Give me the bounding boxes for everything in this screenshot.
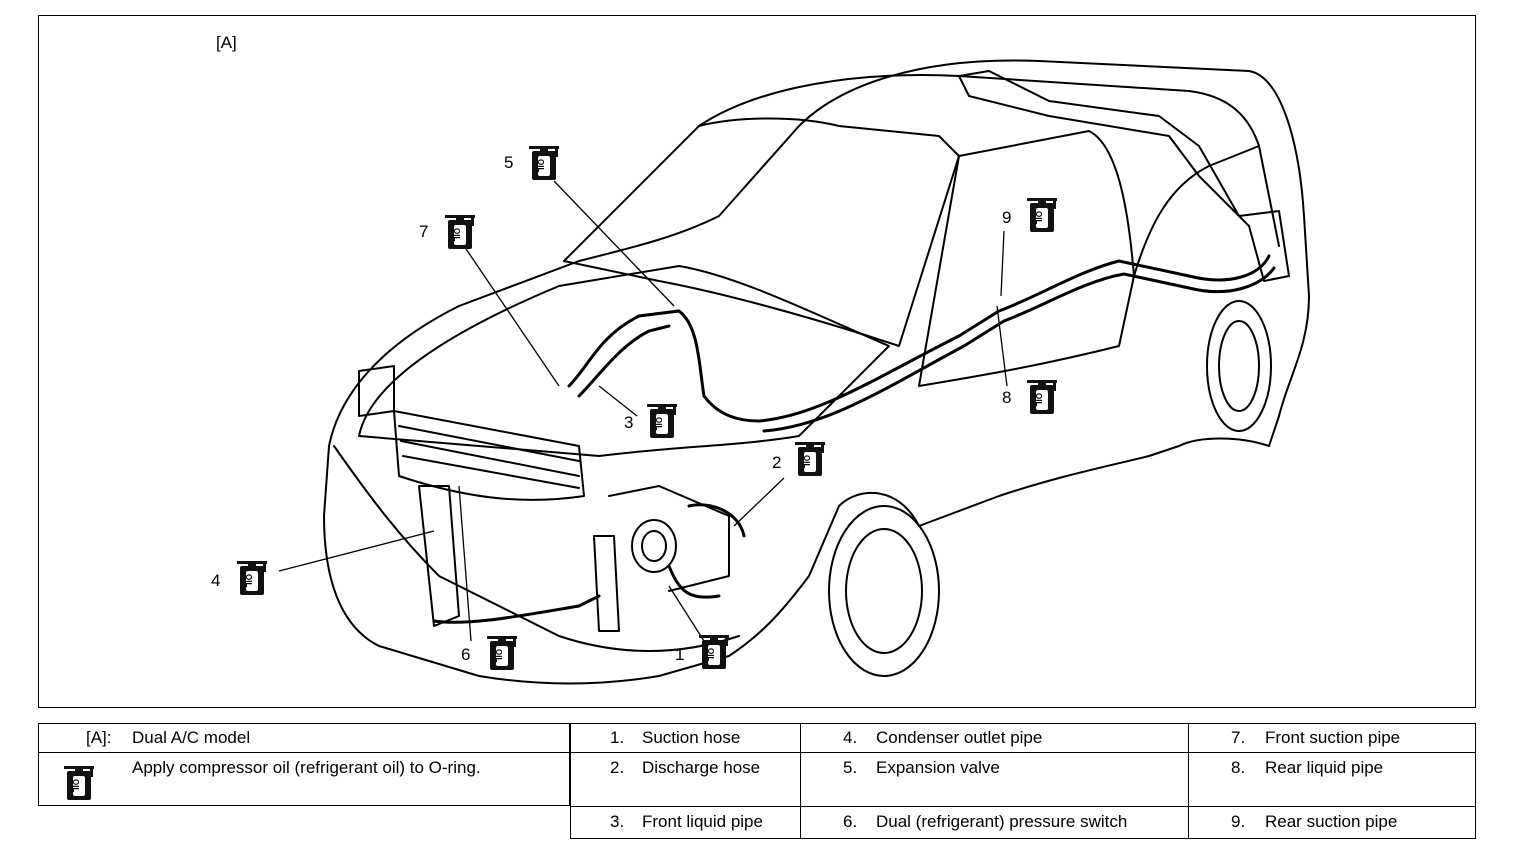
legend-num-1: 1.: [610, 728, 625, 747]
diagram-frame: [A] 5 OIL 7 OIL 9 OIL 3 OIL 8 OIL 2 OIL …: [38, 15, 1476, 708]
legend-label-2: Discharge hose: [642, 758, 761, 777]
leader-line-9: [1000, 230, 1005, 297]
discharge-hose: [687, 503, 746, 538]
condenser: [418, 485, 460, 627]
callout-4: 4: [211, 571, 221, 590]
callout-9: 9: [1002, 208, 1012, 227]
roof-duct: [958, 70, 1290, 282]
front-wheel: [828, 505, 940, 677]
oil-icon: OIL: [699, 633, 731, 671]
legend-label-1: Suction hose: [642, 728, 741, 747]
leader-line-6: [458, 485, 472, 642]
legend-label-7: Front suction pipe: [1265, 728, 1401, 747]
rear-wheel: [1206, 300, 1272, 432]
oil-icon: OIL: [64, 764, 96, 802]
oil-icon: OIL: [795, 440, 827, 478]
legend-grid: [570, 723, 1476, 839]
legend-num-9: 9.: [1231, 812, 1246, 831]
legend-label-6: Dual (refrigerant) pressure switch: [876, 812, 1128, 831]
legend-num-2: 2.: [610, 758, 625, 777]
legend-num-7: 7.: [1231, 728, 1246, 747]
front-liquid-pipe: [577, 324, 671, 398]
vehicle-ac-piping-illustration: [278, 59, 1310, 685]
leader-line-2: [733, 477, 785, 527]
condenser-outlet-pipe: [432, 594, 601, 624]
leader-line-3: [598, 385, 638, 417]
legend-left-block: [38, 723, 570, 806]
legend-table: [A]: Dual A/C model OIL Apply compressor…: [38, 723, 1476, 839]
leader-line-7: [463, 245, 560, 387]
leader-line-1: [668, 585, 705, 642]
legend-model-text: Dual A/C model: [132, 728, 251, 747]
roof-line: [698, 74, 1260, 147]
hood: [358, 265, 890, 457]
legend-num-3: 3.: [610, 812, 625, 831]
receiver-drier: [593, 535, 620, 632]
oil-icon: OIL: [487, 634, 519, 672]
oil-icon: OIL: [1027, 196, 1059, 234]
leader-line-5: [553, 180, 675, 307]
oil-icon: OIL: [529, 144, 561, 182]
headlight: [358, 365, 395, 417]
side-window: [918, 130, 1135, 387]
oil-icon: OIL: [647, 402, 679, 440]
vehicle-body-outline: [323, 59, 1310, 685]
legend-num-5: 5.: [843, 758, 858, 777]
legend-oil-note: Apply compressor oil (refrigerant oil) t…: [132, 758, 481, 777]
callout-5: 5: [504, 153, 514, 172]
legend-label-8: Rear liquid pipe: [1265, 758, 1384, 777]
legend-label-3: Front liquid pipe: [642, 812, 763, 831]
callout-3: 3: [624, 413, 634, 432]
legend-num-6: 6.: [843, 812, 858, 831]
rear-pipes: [757, 254, 1271, 423]
grille: [393, 410, 585, 501]
callout-7: 7: [419, 222, 429, 241]
front-bumper: [333, 445, 740, 652]
front-suction-pipe: [567, 309, 761, 423]
oil-icon: OIL: [1027, 378, 1059, 416]
legend-num-8: 8.: [1231, 758, 1246, 777]
suction-hose: [667, 564, 721, 599]
leader-line-4: [278, 530, 435, 572]
view-label: [A]: [216, 33, 237, 52]
legend-label-5: Expansion valve: [876, 758, 1000, 777]
windshield: [563, 117, 960, 347]
legend-left-divider: [38, 752, 570, 753]
leader-line-8: [996, 305, 1008, 387]
rear-pillar: [1133, 145, 1280, 277]
compressor: [631, 519, 677, 573]
legend-label-9: Rear suction pipe: [1265, 812, 1398, 831]
oil-icon: OIL: [237, 559, 269, 597]
legend-label-4: Condenser outlet pipe: [876, 728, 1043, 747]
legend-num-4: 4.: [843, 728, 858, 747]
callout-1: 1: [675, 645, 685, 664]
oil-icon: OIL: [445, 213, 477, 251]
callout-2: 2: [772, 453, 782, 472]
legend-model-key: [A]:: [86, 728, 112, 747]
callout-6: 6: [461, 645, 471, 664]
callout-8: 8: [1002, 388, 1012, 407]
